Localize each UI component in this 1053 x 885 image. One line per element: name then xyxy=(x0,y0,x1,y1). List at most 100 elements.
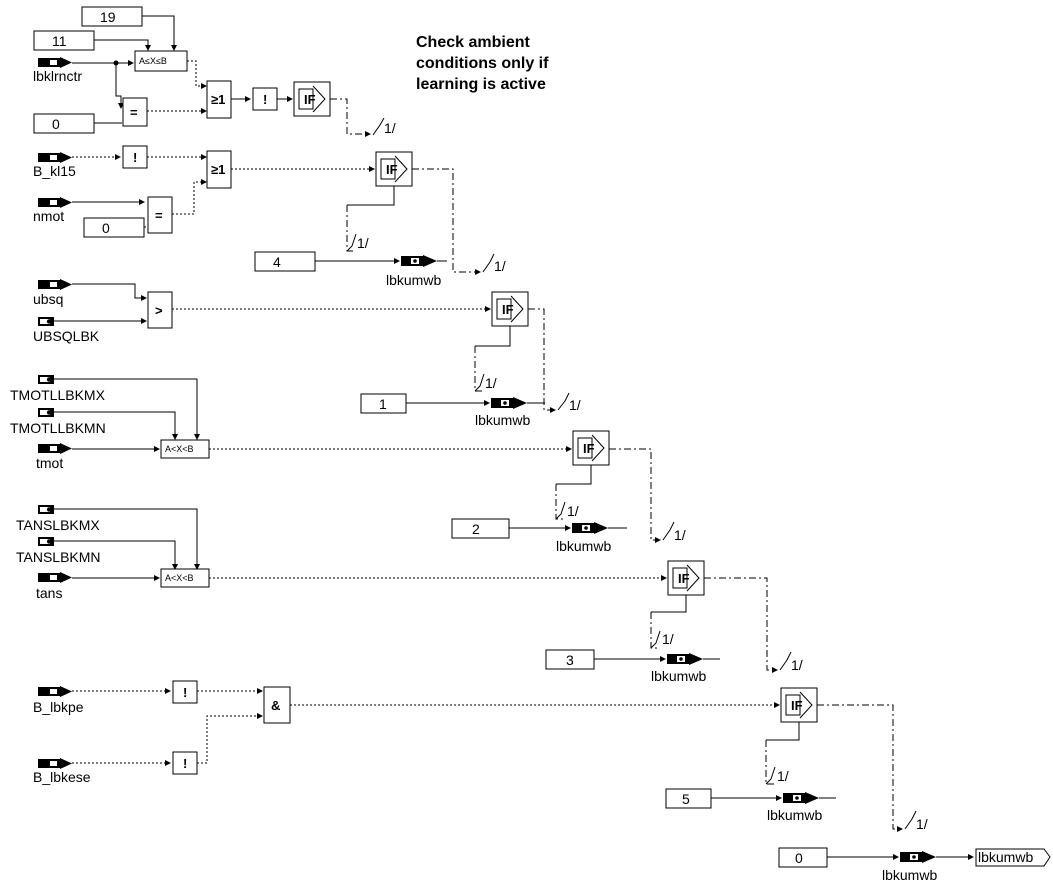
svg-text:0: 0 xyxy=(795,850,803,866)
svg-text:lbkumwb: lbkumwb xyxy=(386,272,441,288)
const-11: 11 xyxy=(33,30,95,51)
or-block-1: ≥1 xyxy=(206,80,232,119)
not-block-1: ! xyxy=(252,87,278,111)
svg-text:A<X<B: A<X<B xyxy=(165,573,194,583)
const-0-a: 0 xyxy=(33,113,95,134)
param-ubsqlbk: UBSQLBK xyxy=(33,317,100,344)
not-b-lbkese: ! xyxy=(172,751,198,775)
svg-text:ubsq: ubsq xyxy=(33,291,63,307)
if-labels: IF IF IF IF IF IF xyxy=(304,92,803,713)
inport-b-kl15: B_kl15 xyxy=(33,152,76,179)
svg-text:=: = xyxy=(155,208,163,223)
delay-label-5a: 1/ xyxy=(777,768,789,784)
gt-ubsq: > xyxy=(147,291,173,329)
var-lbkumwb-1: lbkumwb xyxy=(475,397,545,428)
inport-tmot: tmot xyxy=(36,443,72,471)
svg-text:IF: IF xyxy=(304,92,316,107)
svg-text:!: ! xyxy=(183,685,187,700)
svg-text:=: = xyxy=(130,105,138,120)
delay-label-4: 1/ xyxy=(791,657,803,673)
svg-text:0: 0 xyxy=(102,220,110,236)
const-5: 5 xyxy=(665,788,712,809)
param-tmotllbkmn: TMOTLLBKMN xyxy=(10,408,106,436)
note-line-2: conditions only if xyxy=(416,55,549,72)
range-tans: A<X<B xyxy=(160,568,210,588)
svg-text:lbkumwb: lbkumwb xyxy=(882,867,937,883)
inport-ubsq: ubsq xyxy=(33,279,72,307)
inport-b-lbkpe: B_lbkpe xyxy=(33,686,84,715)
inport-nmot: nmot xyxy=(33,197,72,224)
const-0-c: 0 xyxy=(778,847,828,868)
svg-text:!: ! xyxy=(133,150,137,165)
param-tanslbkmx: TANSLBKMX xyxy=(16,505,100,533)
var-lbkumwb-5: lbkumwb xyxy=(767,792,836,823)
const-3: 3 xyxy=(545,649,595,670)
delay-label-0: 1/ xyxy=(384,120,396,136)
inport-tans: tans xyxy=(36,572,72,601)
svg-text:lbklrnctr: lbklrnctr xyxy=(33,68,82,84)
var-lbkumwb-2: lbkumwb xyxy=(556,522,627,554)
var-lbkumwb-3: lbkumwb xyxy=(651,653,720,684)
svg-text:A≤X≤B: A≤X≤B xyxy=(139,56,167,66)
delay-label-1: 1/ xyxy=(494,258,506,274)
const-1: 1 xyxy=(360,393,407,414)
delay-label-2: 1/ xyxy=(569,397,581,413)
param-tmotllbkmx: TMOTLLBKMX xyxy=(10,375,106,403)
note-line-3: learning is active xyxy=(416,76,546,93)
const-4: 4 xyxy=(254,251,316,272)
svg-text:tmot: tmot xyxy=(36,455,63,471)
equal-nmot: = xyxy=(147,196,173,234)
inport-b-lbkese: B_lbkese xyxy=(33,758,91,785)
svg-text:A<X<B: A<X<B xyxy=(165,444,194,454)
param-tanslbkmn: TANSLBKMN xyxy=(16,537,101,565)
svg-text:5: 5 xyxy=(682,791,690,807)
svg-text:tans: tans xyxy=(36,585,62,601)
not-b-lbkpe: ! xyxy=(172,680,198,704)
svg-text:lbkumwb: lbkumwb xyxy=(767,807,822,823)
svg-text:lbkumwb: lbkumwb xyxy=(475,412,530,428)
delay-label-1a: 1/ xyxy=(357,235,369,251)
delay-label-3a: 1/ xyxy=(567,503,579,519)
svg-text:4: 4 xyxy=(273,254,281,270)
not-b-kl15: ! xyxy=(122,145,148,169)
var-lbkumwb-4: lbkumwb xyxy=(386,255,447,288)
svg-text:>: > xyxy=(155,303,163,318)
svg-text:!: ! xyxy=(183,756,187,771)
range-tmot: A<X<B xyxy=(160,439,210,459)
delay-label-4a: 1/ xyxy=(662,631,674,647)
svg-text:11: 11 xyxy=(52,33,67,49)
svg-text:IF: IF xyxy=(386,162,398,177)
svg-text:B_lbkese: B_lbkese xyxy=(33,769,91,785)
const-19: 19 xyxy=(81,6,143,27)
svg-text:TMOTLLBKMN: TMOTLLBKMN xyxy=(10,420,106,436)
svg-text:TMOTLLBKMX: TMOTLLBKMX xyxy=(10,387,106,403)
svg-text:2: 2 xyxy=(472,521,480,537)
svg-text:≥1: ≥1 xyxy=(211,92,225,107)
svg-text:IF: IF xyxy=(678,571,690,586)
const-0-b: 0 xyxy=(83,217,145,238)
svg-text:lbkumwb: lbkumwb xyxy=(978,849,1033,865)
inport-lbklrnctr: lbklrnctr xyxy=(33,57,82,84)
delay-label-3: 1/ xyxy=(674,527,686,543)
or-block-2: ≥1 xyxy=(206,150,232,189)
note-line-1: Check ambient xyxy=(416,34,530,51)
svg-text:IF: IF xyxy=(583,441,595,456)
delay-label-2a: 1/ xyxy=(485,375,497,391)
svg-text:lbkumwb: lbkumwb xyxy=(556,538,611,554)
svg-text:IF: IF xyxy=(502,302,514,317)
svg-text:lbkumwb: lbkumwb xyxy=(651,668,706,684)
svg-text:TANSLBKMN: TANSLBKMN xyxy=(16,549,101,565)
svg-text:19: 19 xyxy=(100,9,116,25)
svg-text:B_lbkpe: B_lbkpe xyxy=(33,699,84,715)
range-check-lbklrnctr: A≤X≤B xyxy=(134,50,188,72)
equal-lbklrnctr: = xyxy=(122,97,148,127)
svg-text:1: 1 xyxy=(379,396,387,412)
svg-text:≥1: ≥1 xyxy=(211,162,225,177)
const-2: 2 xyxy=(451,518,510,539)
svg-text:&: & xyxy=(271,698,280,713)
delay-label-5: 1/ xyxy=(916,816,928,832)
svg-text:TANSLBKMX: TANSLBKMX xyxy=(16,517,100,533)
svg-text:UBSQLBK: UBSQLBK xyxy=(33,328,100,344)
output-port-lbkumwb: lbkumwb xyxy=(975,848,1051,867)
